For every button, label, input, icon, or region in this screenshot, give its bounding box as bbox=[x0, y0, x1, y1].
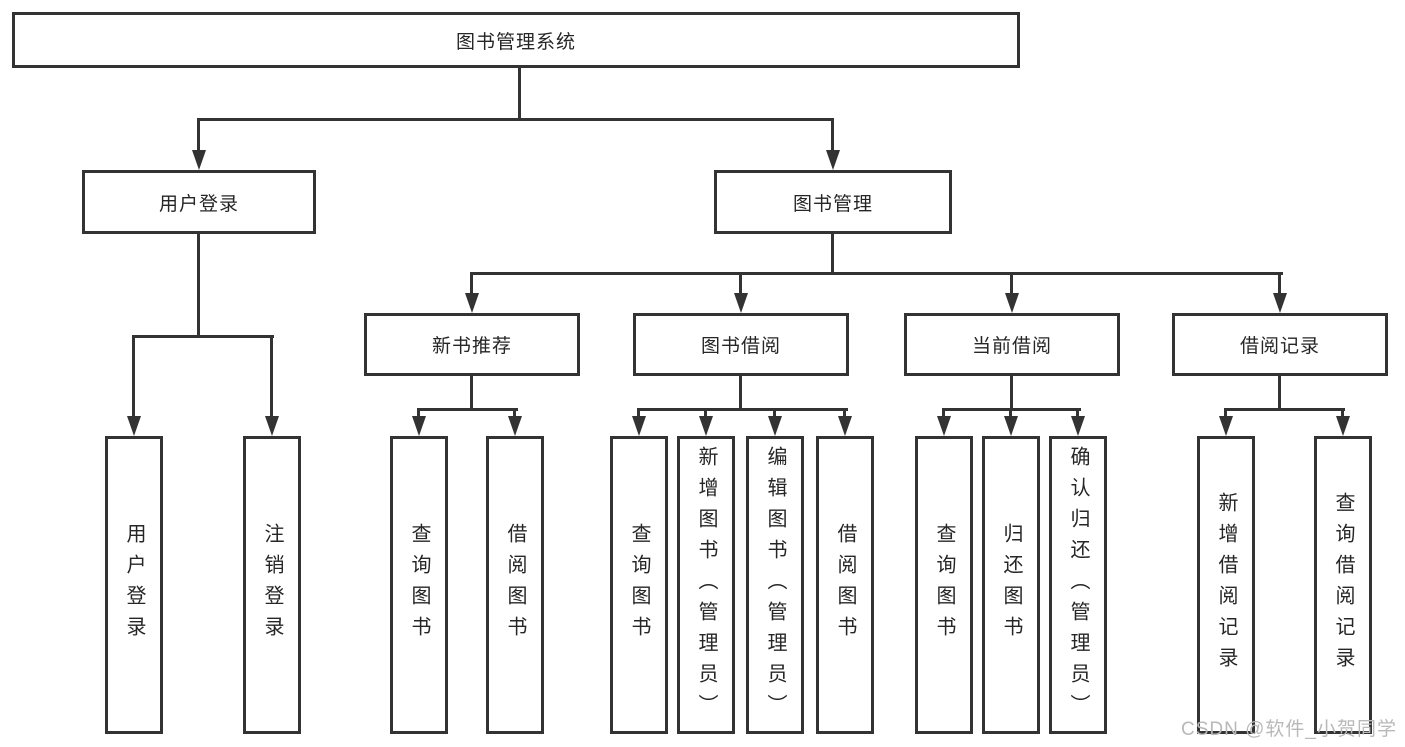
arrowhead-down-icon bbox=[265, 416, 279, 436]
node-label: 查询图书 bbox=[408, 523, 430, 647]
arrowhead-down-icon bbox=[826, 150, 840, 170]
connector-line bbox=[417, 408, 518, 411]
arrowhead-down-icon bbox=[937, 416, 951, 436]
node-label: 图书借阅 bbox=[700, 336, 781, 357]
connector-line bbox=[1010, 376, 1013, 411]
node-root: 图书管理系统 bbox=[12, 12, 1020, 68]
node-label: 新增图书（管理员） bbox=[695, 445, 717, 725]
connector-line bbox=[704, 411, 707, 417]
connector-line bbox=[942, 411, 945, 417]
arrowhead-down-icon bbox=[1219, 416, 1233, 436]
connector-line bbox=[1224, 408, 1345, 411]
connector-line bbox=[739, 275, 742, 295]
node-leaf-edit-book-admin: 编辑图书（管理员） bbox=[746, 436, 804, 734]
connector-line bbox=[637, 408, 848, 411]
connector-line bbox=[197, 118, 200, 152]
arrowhead-down-icon bbox=[1004, 416, 1018, 436]
node-label: 用户登录 bbox=[123, 523, 145, 647]
connector-line bbox=[197, 118, 834, 121]
arrowhead-down-icon bbox=[127, 416, 141, 436]
connector-line bbox=[132, 335, 274, 338]
connector-line bbox=[1076, 411, 1079, 417]
node-leaf-add-borrow-record: 新增借阅记录 bbox=[1197, 436, 1255, 734]
node-label: 注销登录 bbox=[261, 523, 283, 647]
connector-line bbox=[470, 272, 1283, 275]
arrowhead-down-icon bbox=[192, 150, 206, 170]
connector-line bbox=[1009, 411, 1012, 417]
arrowhead-down-icon bbox=[1273, 293, 1287, 313]
node-current-borrowing: 当前借阅 bbox=[904, 313, 1120, 376]
arrowhead-down-icon bbox=[699, 416, 713, 436]
arrowhead-down-icon bbox=[632, 416, 646, 436]
node-book-borrowing: 图书借阅 bbox=[633, 313, 849, 376]
arrowhead-down-icon bbox=[768, 416, 782, 436]
arrowhead-down-icon bbox=[838, 416, 852, 436]
connector-line bbox=[417, 411, 420, 417]
connector-line bbox=[513, 411, 516, 417]
node-label: 归还图书 bbox=[1000, 523, 1022, 647]
node-label: 借阅图书 bbox=[834, 523, 856, 647]
node-leaf-borrow-books-recommend: 借阅图书 bbox=[486, 436, 544, 734]
connector-line bbox=[1224, 411, 1227, 417]
connector-line bbox=[518, 68, 521, 121]
node-leaf-user-login: 用户登录 bbox=[105, 436, 163, 734]
node-new-book-recommend: 新书推荐 bbox=[364, 313, 580, 376]
node-label: 查询图书 bbox=[628, 523, 650, 647]
arrowhead-down-icon bbox=[1005, 293, 1019, 313]
connector-line bbox=[470, 275, 473, 295]
node-book-management: 图书管理 bbox=[714, 170, 952, 234]
connector-line bbox=[270, 338, 273, 416]
node-label: 新增借阅记录 bbox=[1215, 492, 1237, 678]
connector-line bbox=[1278, 275, 1281, 295]
node-label: 图书管理 bbox=[792, 193, 873, 215]
node-leaf-logout: 注销登录 bbox=[243, 436, 301, 734]
connector-line bbox=[773, 411, 776, 417]
connector-line bbox=[637, 411, 640, 417]
node-label: 编辑图书（管理员） bbox=[764, 445, 786, 725]
arrowhead-down-icon bbox=[734, 293, 748, 313]
connector-line bbox=[197, 234, 200, 338]
node-label: 借阅图书 bbox=[504, 523, 526, 647]
connector-line bbox=[132, 338, 135, 416]
connector-line bbox=[1341, 411, 1344, 417]
csdn-watermark: CSDN @软件_小贺同学 bbox=[1181, 719, 1397, 740]
connector-line bbox=[843, 411, 846, 417]
node-leaf-query-books-current: 查询图书 bbox=[915, 436, 973, 734]
node-leaf-confirm-return-admin: 确认归还（管理员） bbox=[1049, 436, 1107, 734]
node-leaf-borrow-books-borrowing: 借阅图书 bbox=[816, 436, 874, 734]
connector-line bbox=[470, 376, 473, 411]
connector-line bbox=[1278, 376, 1281, 411]
node-label: 确认归还（管理员） bbox=[1067, 445, 1089, 725]
node-leaf-query-books-borrowing: 查询图书 bbox=[610, 436, 668, 734]
node-leaf-query-books-recommend: 查询图书 bbox=[390, 436, 448, 734]
node-label: 当前借阅 bbox=[971, 336, 1052, 357]
connector-line bbox=[739, 376, 742, 411]
node-label: 图书管理系统 bbox=[455, 31, 576, 53]
node-label: 查询借阅记录 bbox=[1332, 492, 1354, 678]
node-borrow-records: 借阅记录 bbox=[1172, 313, 1388, 376]
connector-line bbox=[942, 408, 1081, 411]
node-user-login: 用户登录 bbox=[82, 170, 316, 234]
node-label: 借阅记录 bbox=[1239, 336, 1320, 357]
connector-line bbox=[1010, 275, 1013, 295]
arrowhead-down-icon bbox=[1336, 416, 1350, 436]
arrowhead-down-icon bbox=[508, 416, 522, 436]
node-leaf-return-book: 归还图书 bbox=[982, 436, 1040, 734]
arrowhead-down-icon bbox=[412, 416, 426, 436]
node-label: 查询图书 bbox=[933, 523, 955, 647]
arrowhead-down-icon bbox=[1071, 416, 1085, 436]
connector-line bbox=[831, 234, 834, 275]
arrowhead-down-icon bbox=[465, 293, 479, 313]
node-leaf-query-borrow-record: 查询借阅记录 bbox=[1314, 436, 1372, 734]
node-leaf-add-book-admin: 新增图书（管理员） bbox=[677, 436, 735, 734]
node-label: 新书推荐 bbox=[431, 336, 512, 357]
node-label: 用户登录 bbox=[158, 193, 239, 215]
connector-line bbox=[831, 118, 834, 152]
